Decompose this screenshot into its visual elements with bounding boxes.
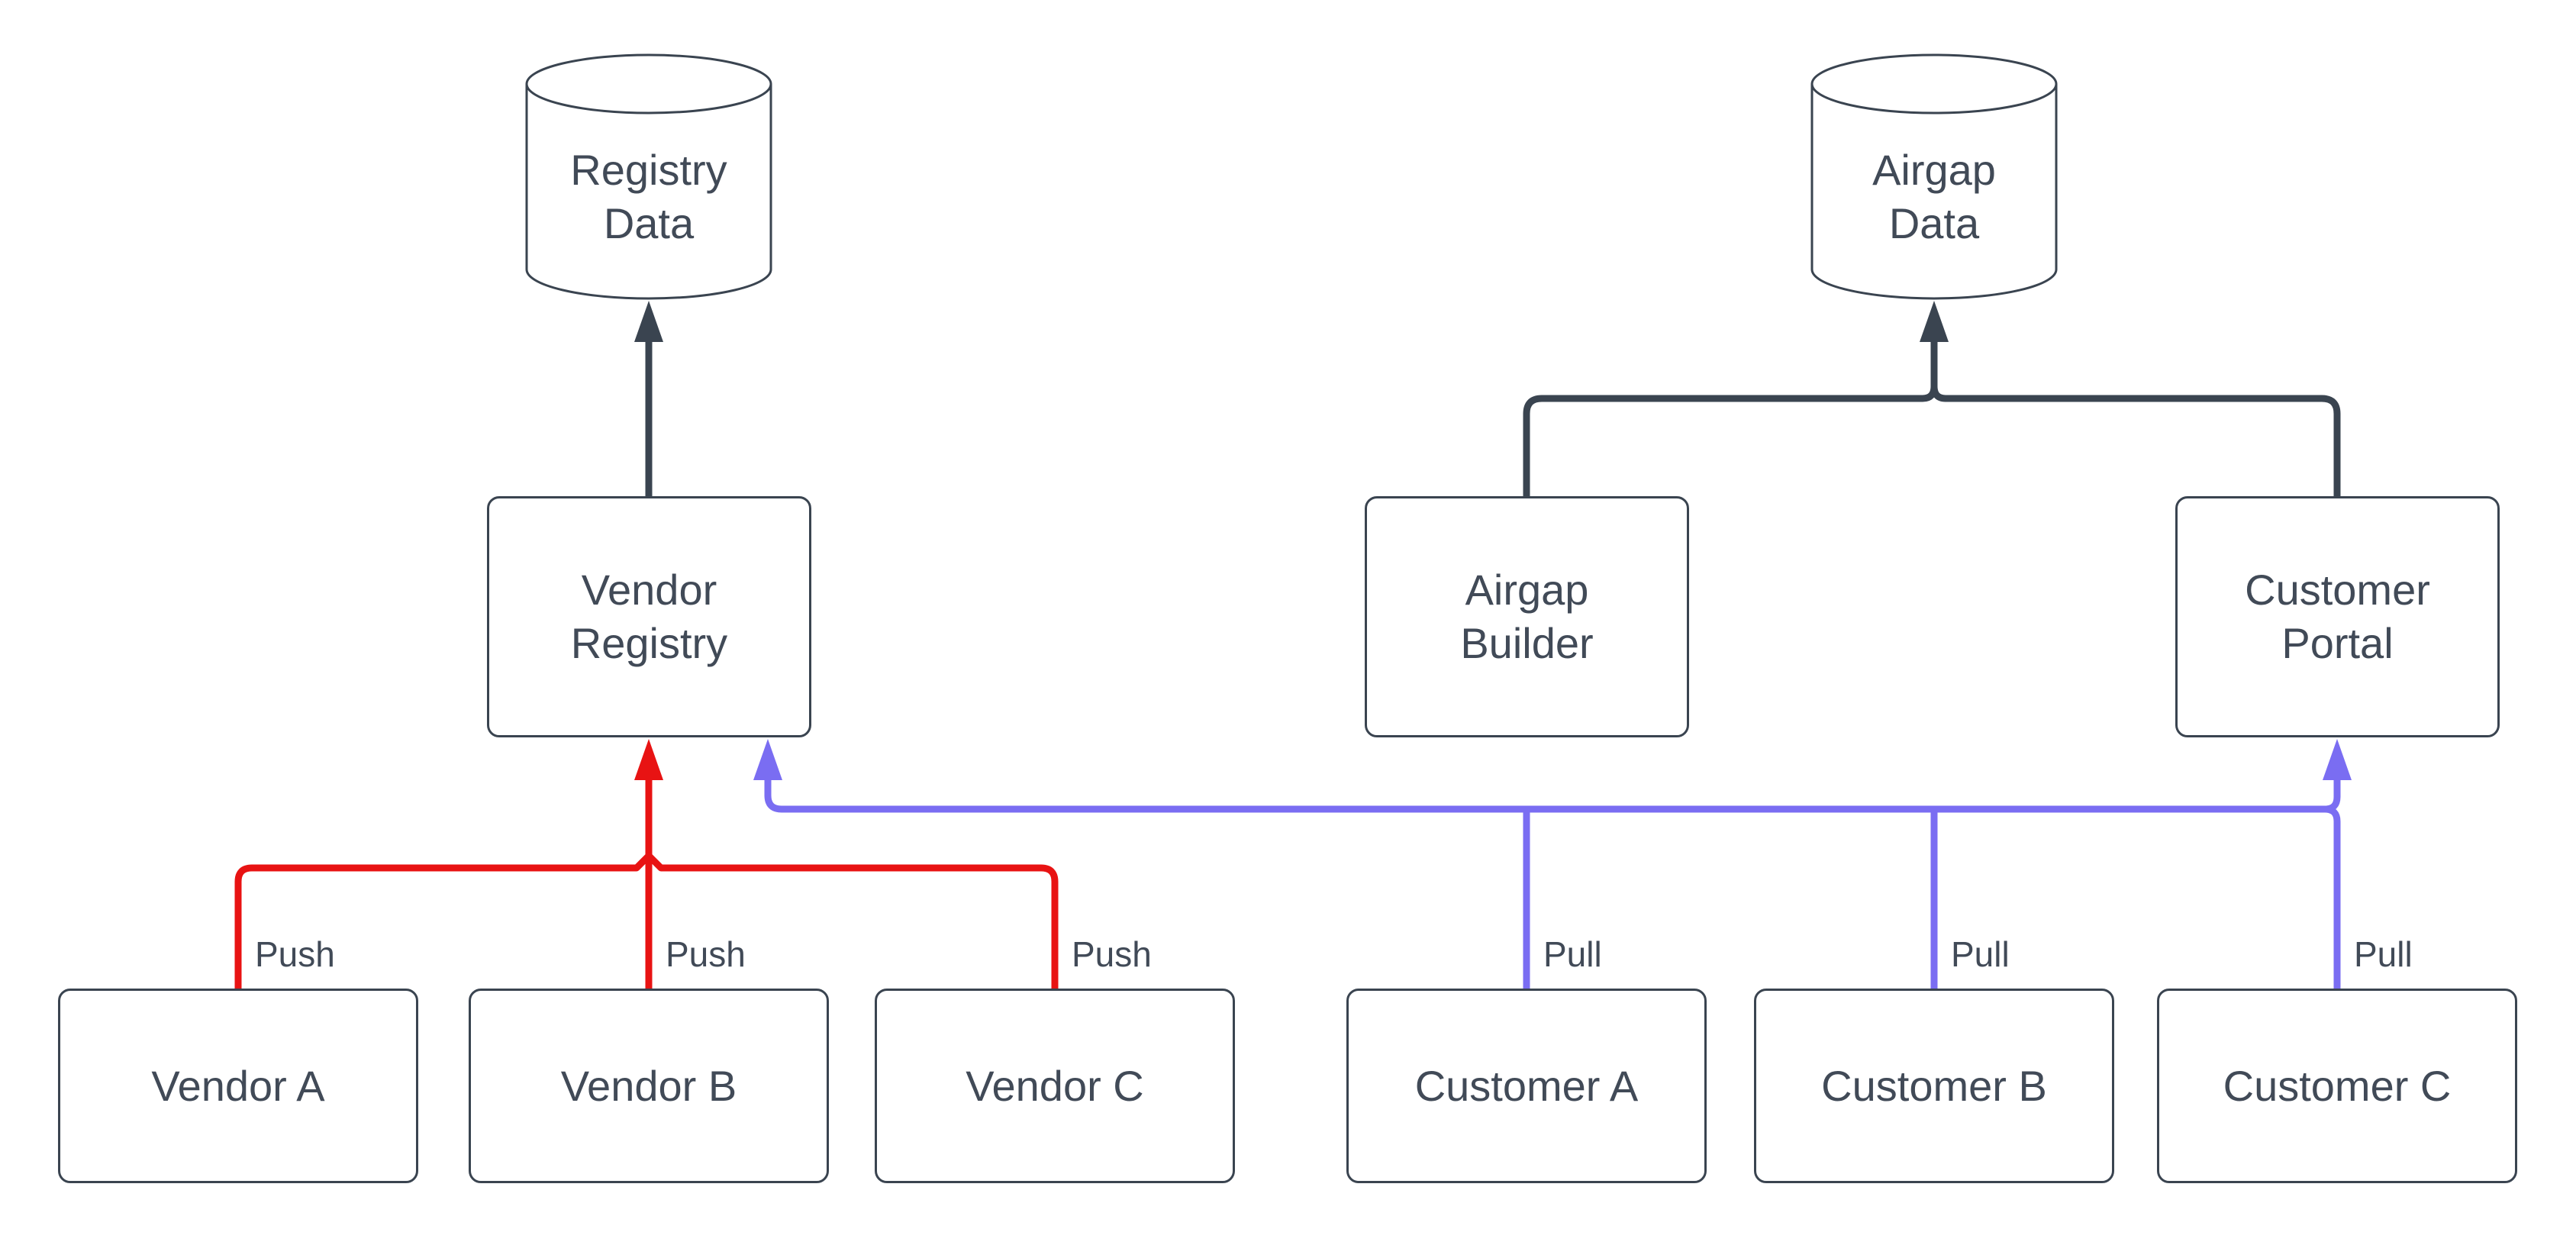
- registry-data-cylinder-body: [525, 84, 772, 300]
- edge-pull-trunk: [764, 777, 2341, 813]
- edge-label-push-vendor-c: Push: [1072, 934, 1152, 974]
- vendor-b-label: Vendor B: [560, 1061, 737, 1110]
- node-customer-a: Customer A: [1346, 989, 1707, 1183]
- registry-data-cylinder: [525, 53, 772, 300]
- node-customer-c: Customer C: [2157, 989, 2517, 1183]
- vendor-registry-label-line2: Registry: [570, 619, 728, 667]
- customer-a-label: Customer A: [1414, 1061, 1639, 1110]
- airgap-data-cylinder-body: [1810, 84, 2058, 300]
- airgap-builder-label-line1: Airgap: [1465, 566, 1589, 614]
- edge-label-push-vendor-b: Push: [666, 934, 746, 974]
- arrowhead-pull-into-vendor-registry: [753, 739, 782, 780]
- airgap-data-cylinder: [1810, 53, 2058, 300]
- registry-data-cylinder-top: [525, 53, 772, 115]
- airgap-data-cylinder-top: [1810, 53, 2058, 115]
- customer-portal-label-line1: Customer: [2245, 566, 2430, 614]
- airgap-data-label-line2: Data: [1888, 199, 1980, 247]
- edge-customer-portal-to-airgap-data: [1930, 385, 2341, 496]
- edge-label-pull-customer-b: Pull: [1951, 934, 2010, 974]
- customer-b-label: Customer B: [1821, 1061, 2047, 1110]
- airgap-data-label: Airgap Data: [1812, 144, 2056, 250]
- airgap-data-label-line1: Airgap: [1872, 146, 1996, 194]
- edge-label-pull-customer-a: Pull: [1543, 934, 1602, 974]
- node-vendor-registry: Vendor Registry: [487, 496, 811, 737]
- node-customer-portal: Customer Portal: [2175, 496, 2500, 737]
- arrowhead-into-airgap-data: [1920, 301, 1949, 342]
- arrowhead-push-into-vendor-registry: [634, 739, 663, 780]
- edge-push-horizontal: [234, 852, 1059, 989]
- arrowhead-pull-into-customer-portal: [2323, 739, 2352, 780]
- node-vendor-a: Vendor A: [58, 989, 418, 1183]
- node-airgap-builder: Airgap Builder: [1365, 496, 1689, 737]
- registry-data-label: Registry Data: [527, 144, 771, 250]
- registry-data-label-line2: Data: [603, 199, 695, 247]
- edge-label-pull-customer-c: Pull: [2354, 934, 2413, 974]
- edge-pull-customer-c-branch: [2324, 805, 2341, 989]
- node-customer-b: Customer B: [1754, 989, 2114, 1183]
- node-vendor-c: Vendor C: [875, 989, 1235, 1183]
- customer-c-label: Customer C: [2223, 1061, 2452, 1110]
- vendor-registry-label-line1: Vendor: [581, 566, 717, 614]
- vendor-c-label: Vendor C: [966, 1061, 1144, 1110]
- edge-airgap-builder-to-airgap-data: [1523, 385, 1938, 496]
- vendor-a-label: Vendor A: [151, 1061, 325, 1110]
- node-vendor-b: Vendor B: [469, 989, 829, 1183]
- customer-portal-label-line2: Portal: [2281, 619, 2394, 667]
- registry-data-label-line1: Registry: [570, 146, 727, 194]
- arrowhead-into-registry-data: [634, 301, 663, 342]
- edge-label-push-vendor-a: Push: [255, 934, 335, 974]
- airgap-builder-label-line2: Builder: [1460, 619, 1594, 667]
